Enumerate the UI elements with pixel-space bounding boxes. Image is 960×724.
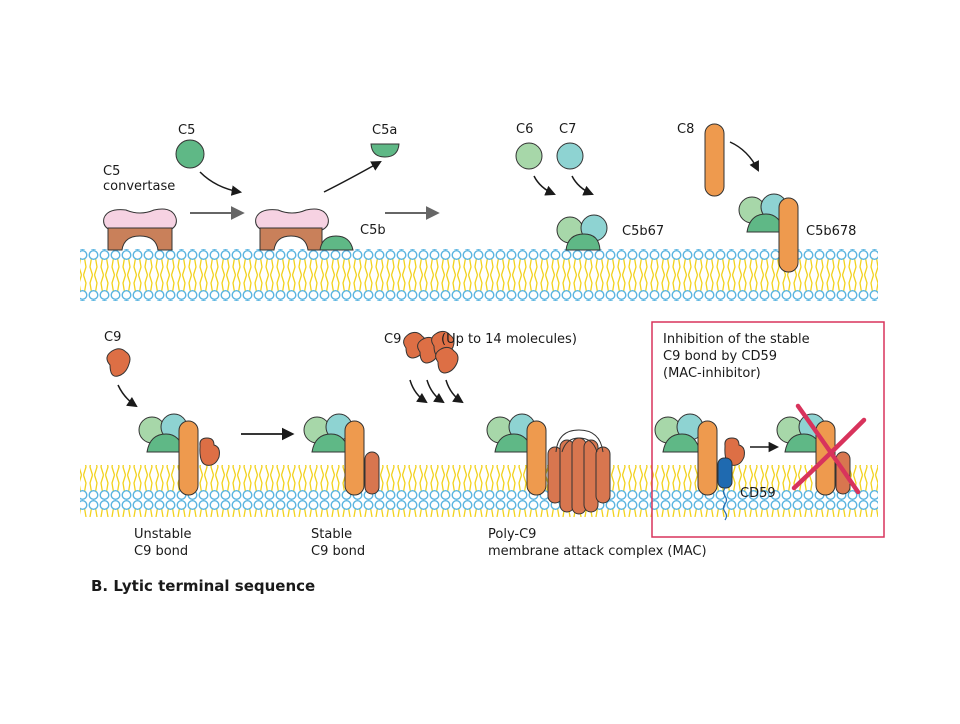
c5a-molecule <box>370 143 400 158</box>
arrow-c9-multi-3 <box>445 379 464 404</box>
label-stable-line1: Stable <box>311 527 352 542</box>
label-convertase-line2: convertase <box>103 179 175 194</box>
label-c7: C7 <box>559 122 576 137</box>
c5b-molecule <box>319 235 354 251</box>
c9-cluster <box>403 330 459 374</box>
arrow-c5-down <box>199 171 243 196</box>
membrane-bottom <box>80 465 878 517</box>
label-unstable-line1: Unstable <box>134 527 191 542</box>
c7-molecule <box>556 142 584 170</box>
poly-c9-pore <box>547 429 611 515</box>
label-mac-line2: membrane attack complex (MAC) <box>488 544 707 559</box>
label-stable-line2: C9 bond <box>311 544 365 559</box>
c5-molecule <box>175 139 205 169</box>
label-inhibition-line3: (MAC-inhibitor) <box>663 366 761 381</box>
c9-molecule <box>106 348 131 377</box>
mac-complex <box>486 413 611 515</box>
label-unstable-line2: C9 bond <box>134 544 188 559</box>
arrow-c9-multi-1 <box>409 379 428 404</box>
label-up-to-14: (Up to 14 molecules) <box>441 332 577 347</box>
c6-molecule <box>515 142 543 170</box>
label-c9-mid: C9 <box>384 332 401 347</box>
label-cd59: CD59 <box>740 486 776 501</box>
c5b678-complex <box>738 193 799 273</box>
complex-inhibited-left <box>654 413 745 496</box>
inhibition-x-mark <box>791 403 867 495</box>
complex-unstable-c9 <box>138 413 220 496</box>
arrow-c5a-up <box>323 160 382 193</box>
label-c5b67: C5b67 <box>622 224 664 239</box>
label-c9-left: C9 <box>104 330 121 345</box>
label-c5b: C5b <box>360 223 386 238</box>
c5-convertase-1 <box>103 208 177 251</box>
label-inhibition-line2: C9 bond by CD59 <box>663 349 777 364</box>
c5b67-complex <box>556 214 608 251</box>
label-inhibition-line1: Inhibition of the stable <box>663 332 810 347</box>
label-mac-line1: Poly-C9 <box>488 527 536 542</box>
c8-molecule <box>704 123 725 197</box>
figure-caption: B. Lytic terminal sequence <box>91 577 315 595</box>
c5-convertase-2 <box>255 208 329 251</box>
inhibition-panel <box>651 321 885 538</box>
complex-stable-c9 <box>303 413 380 496</box>
arrow-c9-multi-2 <box>426 379 445 404</box>
arrow-c8 <box>729 141 759 172</box>
label-c8: C8 <box>677 122 694 137</box>
cd59-molecule <box>717 457 733 521</box>
label-c6: C6 <box>516 122 533 137</box>
membrane-top <box>80 249 878 301</box>
arrow-c6 <box>533 175 556 196</box>
arrow-c9-left <box>117 384 138 408</box>
label-convertase-line1: C5 <box>103 164 120 179</box>
label-c5b678: C5b678 <box>806 224 856 239</box>
label-c5a: C5a <box>372 123 397 138</box>
label-c5: C5 <box>178 123 195 138</box>
arrow-c7 <box>571 175 594 196</box>
